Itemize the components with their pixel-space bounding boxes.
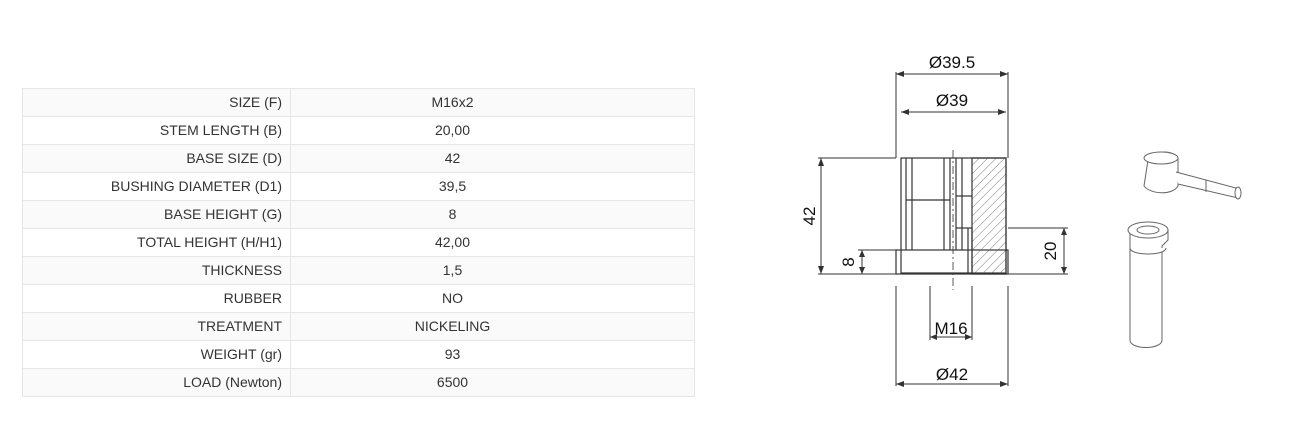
dim-inner-top-label: Ø39 [936, 91, 968, 110]
dim-outer-top-label: Ø39.5 [929, 53, 975, 72]
spec-value: 39,5 [290, 172, 695, 201]
spec-label: STEM LENGTH (B) [22, 116, 291, 145]
spec-row: BUSHING DIAMETER (D1)39,5 [22, 172, 695, 201]
spec-value: 1,5 [290, 256, 695, 285]
spec-label: SIZE (F) [22, 88, 291, 117]
spec-label: TOTAL HEIGHT (H/H1) [22, 228, 291, 257]
dim-bottom-label: Ø42 [936, 365, 968, 384]
spec-row: SIZE (F)M16x2 [22, 88, 695, 117]
isometric-cap-sketch [1143, 151, 1242, 200]
spec-label: THICKNESS [22, 256, 291, 285]
spec-row: BASE HEIGHT (G)8 [22, 200, 695, 229]
spec-label: RUBBER [22, 284, 291, 313]
spec-row: STEM LENGTH (B)20,00 [22, 116, 695, 145]
spec-value: 8 [290, 200, 695, 229]
spec-label: BUSHING DIAMETER (D1) [22, 172, 291, 201]
dim-thread-height-label: 20 [1041, 242, 1060, 261]
base-flange [895, 249, 1009, 275]
dim-base-height-label: 8 [839, 257, 858, 266]
spec-row: LOAD (Newton)6500 [22, 368, 695, 397]
spec-label: BASE SIZE (D) [22, 144, 291, 173]
hatched-section [971, 157, 1007, 275]
spec-label: LOAD (Newton) [22, 368, 291, 397]
dimension-lines [818, 72, 1068, 386]
isometric-sleeve-sketch [1127, 221, 1169, 348]
spec-label: BASE HEIGHT (G) [22, 200, 291, 229]
dim-total-height-label: 42 [800, 207, 819, 226]
bushing-section-view [895, 150, 1009, 290]
spec-label: WEIGHT (gr) [22, 340, 291, 369]
dim-thread-label: M16 [934, 319, 967, 338]
spec-value: 42 [290, 144, 695, 173]
spec-row: BASE SIZE (D)42 [22, 144, 695, 173]
dimension-arrows [818, 71, 1067, 387]
spec-value: 6500 [290, 368, 695, 397]
